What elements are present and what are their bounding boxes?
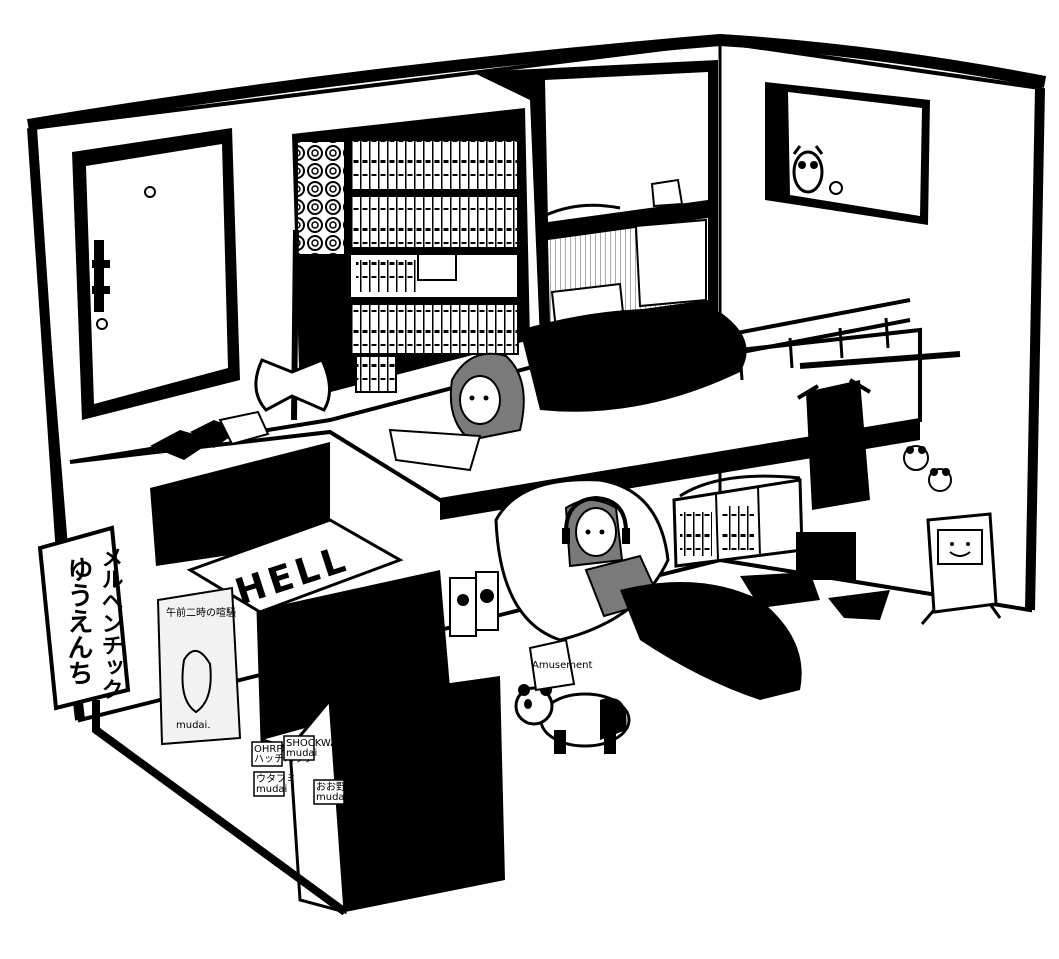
entrance-door bbox=[72, 128, 240, 420]
svg-text:ウタフミ: ウタフミ bbox=[256, 773, 296, 785]
blanket bbox=[520, 308, 747, 412]
hanging-sign: メルヘンチック ゆうえんち bbox=[37, 525, 131, 711]
floor-clothes bbox=[740, 532, 890, 620]
poster-signature: mudai. bbox=[176, 720, 211, 731]
door-handle bbox=[94, 240, 104, 312]
sticker: おお野菜 mudai bbox=[313, 779, 356, 805]
headphones-icon bbox=[564, 495, 628, 533]
small-panda-plush-icon bbox=[903, 445, 952, 492]
window bbox=[765, 82, 930, 225]
photo-frame bbox=[417, 253, 457, 281]
open-book bbox=[388, 428, 482, 472]
panda-plush-icon bbox=[514, 684, 631, 754]
sink bbox=[545, 203, 621, 217]
svg-text:おお野菜: おお野菜 bbox=[316, 781, 356, 793]
storage-box bbox=[796, 532, 856, 580]
genkan-shoes bbox=[150, 410, 270, 460]
svg-text:SHOCKWAVE: SHOCKWAVE bbox=[286, 738, 350, 749]
svg-text:mudai: mudai bbox=[286, 748, 317, 759]
toy-shelf bbox=[672, 474, 804, 568]
sign-line1: メルヘンチック bbox=[98, 546, 123, 700]
svg-text:mudai: mudai bbox=[316, 792, 347, 803]
svg-text:mudai: mudai bbox=[256, 784, 287, 795]
hanging-dress bbox=[796, 351, 961, 510]
guitar-icon bbox=[254, 229, 331, 421]
poster-title: 午前二時の喧騒 bbox=[166, 606, 236, 619]
owl-figure-icon bbox=[792, 145, 824, 194]
door-peephole bbox=[144, 186, 156, 198]
sticker: ウタフミ mudai bbox=[253, 771, 296, 797]
coffee-pot-icon bbox=[650, 178, 684, 208]
sticker: SHOCKWAVE mudai bbox=[283, 735, 350, 761]
snack-label: Amusement bbox=[532, 660, 593, 671]
girl-with-headphones bbox=[494, 478, 802, 700]
kitchen-shelf bbox=[472, 60, 718, 340]
curtain bbox=[634, 218, 707, 308]
stickers: OHRPAGO ハッチバック SHOCKWAVE mudai ウタフミ muda… bbox=[251, 735, 356, 805]
bmo-robot-icon bbox=[920, 512, 1002, 625]
bookshelf bbox=[292, 108, 530, 400]
girl-reading bbox=[388, 352, 525, 472]
storage-cabinets bbox=[92, 442, 505, 916]
svg-text:OHRPAGO: OHRPAGO bbox=[254, 744, 304, 755]
blanket bbox=[620, 582, 802, 700]
poster: 午前二時の喧騒 mudai. bbox=[156, 586, 242, 746]
snack-bag: Amusement bbox=[528, 638, 593, 692]
stereo-speakers bbox=[449, 571, 499, 637]
sign-line2: ゆうえんち bbox=[63, 556, 93, 686]
decorative-panel bbox=[298, 142, 344, 254]
